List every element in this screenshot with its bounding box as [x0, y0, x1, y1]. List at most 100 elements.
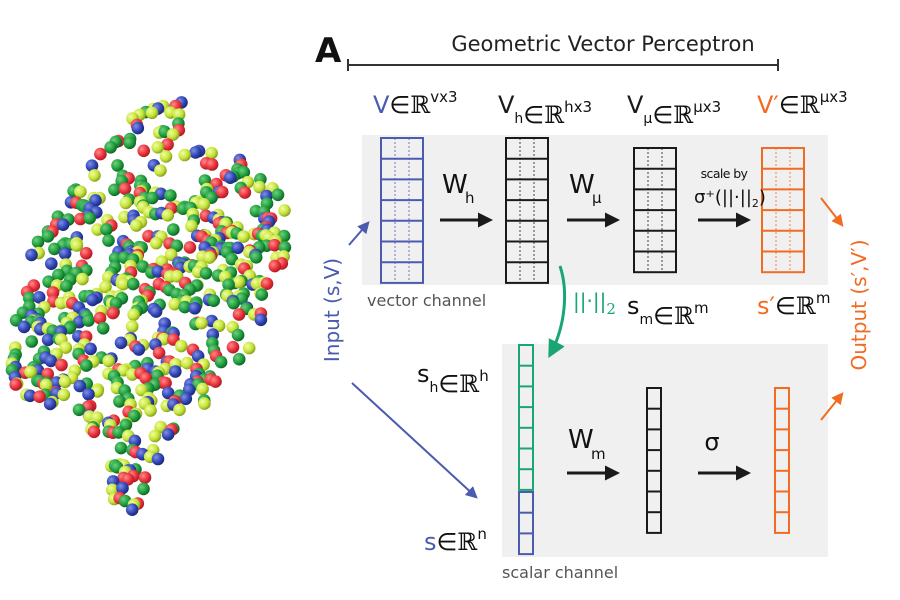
op-wm-main: W: [568, 425, 594, 455]
atom-sphere: [205, 146, 218, 160]
atom-sphere: [189, 146, 202, 159]
vector-stage-label-3: V′∈ℝμx3: [757, 88, 848, 119]
input-arrow-vector: [348, 221, 370, 246]
atom-sphere: [172, 108, 186, 121]
vector-matrix-1: [505, 137, 549, 284]
atom-sphere: [148, 429, 162, 443]
atom-sphere: [195, 316, 208, 330]
sh-label: sh∈ℝh: [417, 360, 489, 398]
atom-sphere: [123, 136, 136, 150]
atom-sphere: [114, 441, 128, 455]
atom-sphere: [45, 257, 58, 271]
atom-sphere: [9, 378, 22, 391]
sprime-vector: [774, 387, 790, 534]
atom-sphere: [212, 319, 226, 333]
svg-text:sh∈ℝh: sh∈ℝh: [417, 360, 489, 398]
atom-sphere: [116, 481, 129, 495]
atom-sphere: [161, 428, 175, 441]
atom-sphere: [108, 183, 121, 197]
atom-sphere: [41, 333, 55, 347]
atom-sphere: [164, 248, 178, 261]
atom-sphere: [100, 223, 113, 236]
atom-sphere: [237, 230, 250, 243]
atom-sphere: [151, 141, 164, 154]
atom-sphere: [161, 209, 175, 222]
input-label: Input (s,V): [320, 258, 344, 362]
op-sigma: σ: [698, 428, 751, 481]
atom-sphere: [25, 248, 38, 262]
op-wmu-main: W: [569, 170, 595, 200]
atom-sphere: [226, 340, 240, 354]
atom-sphere: [104, 141, 117, 154]
atom-sphere: [196, 382, 209, 396]
atom-sphere: [146, 191, 159, 205]
sm-vector: [646, 387, 662, 534]
norm-arrow: [548, 265, 567, 359]
atom-sphere: [199, 267, 213, 280]
vector-matrix-0: [380, 137, 424, 284]
atom-sphere: [111, 159, 124, 172]
atom-sphere: [93, 311, 107, 325]
atom-sphere: [207, 294, 220, 308]
vector-channel-label: vector channel: [367, 291, 486, 310]
atom-sphere: [72, 403, 86, 417]
atom-sphere: [152, 346, 166, 360]
atom-sphere: [237, 165, 251, 179]
output-arrow-vector: [820, 197, 844, 227]
atom-sphere: [82, 314, 95, 327]
atom-sphere: [58, 247, 72, 260]
atom-sphere: [249, 250, 263, 264]
atom-sphere: [167, 223, 180, 236]
atom-sphere: [232, 275, 246, 289]
atom-sphere: [102, 234, 115, 247]
atom-sphere: [138, 471, 152, 484]
atom-sphere: [48, 242, 61, 256]
atom-sphere: [137, 144, 150, 158]
atom-sphere: [159, 376, 172, 390]
atom-sphere: [102, 354, 115, 368]
atom-sphere: [268, 259, 282, 273]
atom-sphere: [43, 397, 57, 411]
svg-text:s∈ℝn: s∈ℝn: [424, 525, 487, 556]
atom-sphere: [183, 241, 197, 254]
atom-sphere: [76, 272, 89, 286]
atom-sphere: [238, 186, 252, 199]
op-scale: scale by σ⁺(||·||2): [694, 166, 766, 228]
atom-sphere: [215, 185, 229, 199]
atom-sphere: [205, 158, 219, 171]
atom-sphere: [278, 204, 291, 217]
atom-sphere: [175, 339, 188, 353]
op-wmu: W μ: [567, 170, 620, 228]
title-bracket: [347, 59, 779, 71]
atom-sphere: [57, 388, 71, 402]
atom-sphere: [180, 356, 194, 370]
op-wh-sub: h: [465, 189, 475, 207]
atom-sphere: [151, 265, 165, 278]
svg-text:V′∈ℝμx3: V′∈ℝμx3: [757, 88, 848, 119]
atom-sphere: [41, 367, 54, 381]
atom-sphere: [214, 355, 228, 369]
atom-sphere: [25, 335, 38, 348]
atom-sphere: [91, 223, 104, 236]
s-input-vector: [518, 491, 534, 556]
atom-sphere: [83, 211, 96, 225]
atom-sphere: [55, 358, 68, 372]
atom-sphere: [159, 150, 173, 163]
vector-matrix-2: [633, 147, 677, 274]
vector-stage-label-1: Vh∈ℝhx3: [498, 91, 592, 129]
atom-sphere: [145, 106, 159, 120]
atom-sphere: [117, 277, 130, 291]
atom-sphere: [108, 252, 122, 265]
atom-sphere: [125, 320, 139, 333]
atom-sphere: [74, 212, 87, 226]
scalar-channel-label: scalar channel: [502, 563, 618, 582]
atom-sphere: [114, 336, 128, 350]
op-wmu-sub: μ: [592, 189, 602, 207]
atom-sphere: [168, 297, 181, 311]
scalar-channel-background: [502, 344, 828, 557]
atom-sphere: [113, 395, 126, 408]
atom-sphere: [86, 293, 99, 307]
panel-letter: A: [315, 31, 342, 71]
atom-sphere: [154, 164, 167, 177]
